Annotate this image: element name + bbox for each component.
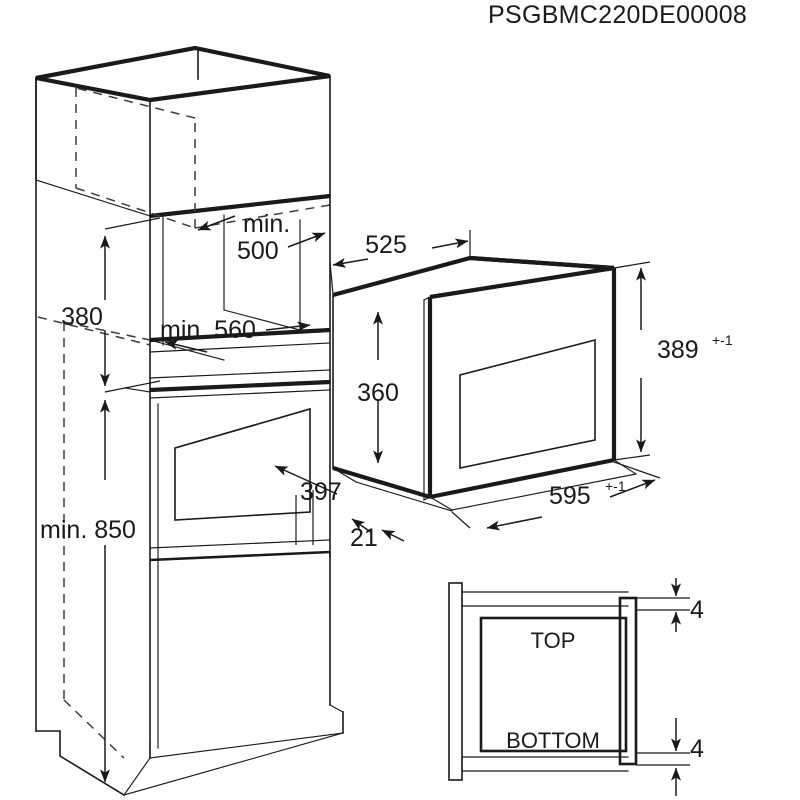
cabinet-outer-shell xyxy=(35,47,199,797)
dimension-min-850-label: min. 850 xyxy=(40,516,136,544)
cabinet-middle-door xyxy=(124,381,331,567)
dimension-595: 595 +-1 xyxy=(451,461,661,531)
dimension-380-label: 380 xyxy=(61,303,103,331)
hidden-carcase-base xyxy=(63,699,125,759)
dimension-min-500: min. 500 xyxy=(197,210,326,265)
cabinet-lower-drawer xyxy=(123,551,344,796)
detail-left-bar xyxy=(448,582,463,781)
dimension-525: 525 xyxy=(329,230,471,295)
dimension-525-label: 525 xyxy=(365,231,407,259)
dimension-gap-top: 4 xyxy=(671,578,704,632)
dimension-min-850: min. 850 xyxy=(40,399,136,783)
dimension-min-500-value: 500 xyxy=(237,237,279,265)
detail-top-label: TOP xyxy=(531,628,576,653)
detail-center-panel xyxy=(479,616,628,753)
appliance-base-trim xyxy=(332,459,637,512)
dimension-21-label: 21 xyxy=(350,524,378,552)
dimension-595-label: 595 xyxy=(549,482,591,510)
dimension-gap-bottom-label: 4 xyxy=(690,735,704,763)
cabinet-appliance-slot xyxy=(149,327,331,393)
hidden-shelf-line-2 xyxy=(37,316,151,346)
detail-right-bar xyxy=(618,596,638,766)
dimension-389-label: 389 xyxy=(657,336,699,364)
orientation-detail-view: TOP BOTTOM 4 4 xyxy=(448,578,704,796)
dimension-389: 389 +-1 xyxy=(613,261,733,461)
cabinet-niche-view: 380 min. 850 min. 500 min. 560 xyxy=(35,45,344,797)
dimension-389-tolerance: +-1 xyxy=(712,332,733,348)
appliance-front-frame xyxy=(423,265,617,501)
appliance-door-window xyxy=(459,338,596,469)
dimension-397: 397 xyxy=(274,465,342,545)
detail-bottom-label: BOTTOM xyxy=(506,728,600,753)
dimension-min-560: min. 560 xyxy=(160,316,311,353)
drawing-title: PSGBMC220DE00008 xyxy=(488,1,747,29)
dimension-21: 21 xyxy=(350,518,405,552)
cabinet-top-compartment xyxy=(35,45,331,229)
dimension-gap-bottom: 4 xyxy=(671,718,704,796)
dimension-min-560-label: min. 560 xyxy=(160,316,256,344)
dimension-min-500-prefix: min. xyxy=(243,210,290,238)
dimension-360: 360 xyxy=(357,311,399,464)
dimension-380: 380 xyxy=(61,217,161,393)
dimension-gap-top-label: 4 xyxy=(690,596,704,624)
dimension-595-tolerance: +-1 xyxy=(605,478,626,494)
dimension-397-label: 397 xyxy=(300,478,342,506)
appliance-view: 525 360 389 +-1 xyxy=(274,230,733,552)
dimension-360-label: 360 xyxy=(357,379,399,407)
